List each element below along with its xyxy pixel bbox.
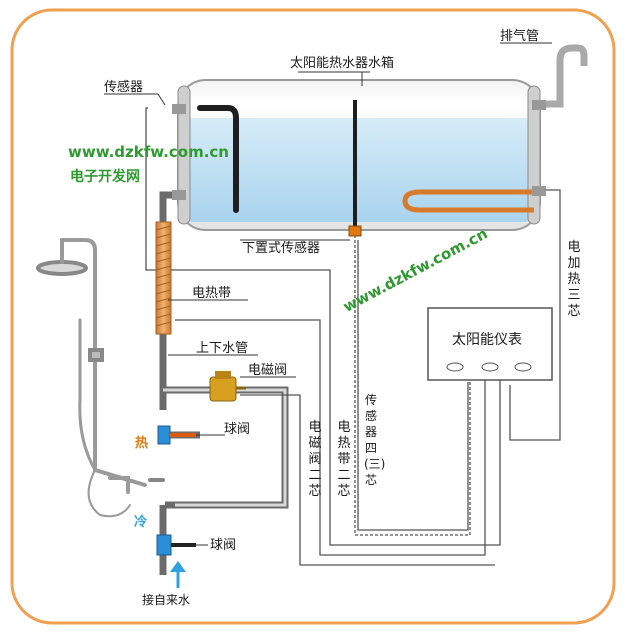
watermark-url-top: www.dzkfw.com.cn <box>68 143 229 161</box>
solar-meter <box>427 307 553 381</box>
label-sensor-4core: 传感器四(三)芯 <box>364 393 386 487</box>
label-ball-valve-top: 球阀 <box>224 422 251 437</box>
label-tank: 太阳能热水器水箱 <box>290 56 395 71</box>
exhaust-pipe <box>546 44 588 108</box>
label-meter: 太阳能仪表 <box>452 332 522 348</box>
label-up-down-pipe: 上下水管 <box>196 341 249 356</box>
tap-water-arrow <box>170 561 186 588</box>
outer-frame <box>10 8 616 625</box>
label-ball-valve-bottom: 球阀 <box>210 538 237 553</box>
ball-valve-top <box>157 425 196 445</box>
solenoid-valve <box>209 371 246 402</box>
label-tape-2core: 电热带二芯 <box>337 420 351 499</box>
watermark-site-name: 电子开发网 <box>70 169 140 185</box>
heating-tape <box>155 221 172 335</box>
label-hot: 热 <box>135 436 149 451</box>
label-cold: 冷 <box>134 515 148 530</box>
label-sensor: 传感器 <box>104 80 144 95</box>
ball-valve-bottom <box>156 534 196 556</box>
water-tank <box>172 79 546 237</box>
label-tap-water: 接自来水 <box>142 593 191 607</box>
label-heater-3core: 电加热三芯 <box>567 240 581 319</box>
shower-assembly <box>36 238 165 518</box>
label-exhaust-pipe: 排气管 <box>500 29 540 44</box>
label-solenoid-valve: 电磁阀 <box>248 363 288 378</box>
wiring <box>145 107 561 566</box>
label-bottom-sensor: 下置式传感器 <box>242 241 321 256</box>
leader-lines <box>104 42 552 546</box>
label-valve-2core: 电磁阀二芯 <box>308 420 322 499</box>
label-heating-tape: 电热带 <box>192 286 232 301</box>
